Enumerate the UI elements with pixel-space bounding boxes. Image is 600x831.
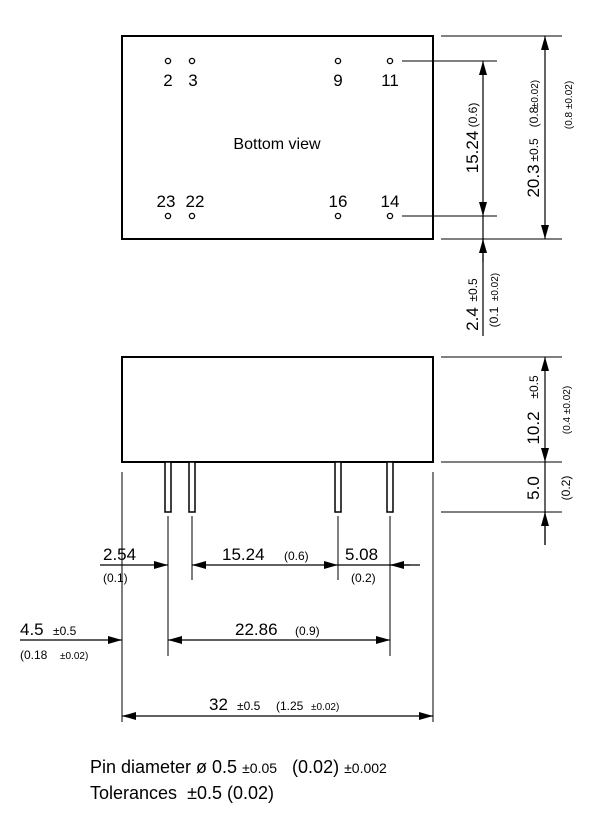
dim-label-pin-offset: 2.4 ±0.5 — [463, 278, 482, 331]
svg-text:20.3: 20.3 — [524, 164, 543, 197]
dim-row-pitch: 2.54 (0.1) 15.24 (0.6) 5.08 (0.2) — [100, 545, 420, 585]
dim-label-pitch-left: 2.54 — [103, 545, 136, 564]
dim-label-pitch-mid: 15.24 — [222, 545, 265, 564]
pin-diameter-inch: (0.02) — [292, 757, 340, 777]
pin-diameter-note: Pin diameter ø 0.5 ±0.05 (0.02) ±0.002 — [90, 757, 387, 778]
pin-label-3: 3 — [188, 71, 197, 90]
dim-label-body-height: 10.2 ±0.5 — [524, 375, 543, 445]
side-pin-4 — [386, 461, 394, 513]
bottom-view-outline — [121, 35, 434, 240]
dim-label-body-height-inch: (0.4 ±0.02) — [562, 386, 573, 434]
dim-label-pin-span-inch: (0.9) — [295, 624, 320, 638]
svg-text:5.0: 5.0 — [524, 476, 543, 500]
dim-label-pin-length-inch: (0.2) — [559, 476, 573, 501]
svg-text:10.2: 10.2 — [524, 411, 543, 444]
dim-label-edge-offset-tol: ±0.5 — [53, 624, 77, 638]
side-view — [121, 356, 434, 513]
pin-3-hole — [188, 57, 196, 65]
pin-22-hole — [188, 212, 196, 220]
svg-text:(0.6): (0.6) — [466, 103, 480, 128]
svg-text:(0.2): (0.2) — [559, 476, 573, 501]
dim-label-edge-offset: 4.5 — [20, 620, 44, 639]
dim-label-edge-offset-inch-tol: ±0.02) — [60, 651, 88, 662]
pin-label-16: 16 — [329, 192, 348, 211]
tolerances-value: ±0.5 (0.02) — [187, 783, 274, 803]
dim-label-pitch-right: 5.08 — [345, 545, 378, 564]
dim-label-body-length-tol: ±0.5 — [237, 699, 261, 713]
dim-row-span: 4.5 ±0.5 (0.18 ±0.02) 22.86 (0.9) — [20, 620, 390, 662]
svg-text:±0.5: ±0.5 — [466, 278, 480, 302]
dim-label-pin-span: 22.86 — [235, 620, 278, 639]
dim-label-edge-offset-inch: (0.18 — [20, 648, 48, 662]
dim-label-body-length: 32 — [209, 695, 228, 714]
svg-text:(0.4 ±0.02): (0.4 ±0.02) — [562, 386, 573, 434]
pin-2-hole — [164, 57, 172, 65]
dim-label-pitch-mid-inch: (0.6) — [284, 549, 309, 563]
side-pin-3 — [334, 461, 342, 513]
svg-text:(0.1: (0.1 — [487, 306, 501, 327]
tolerances-label: Tolerances — [90, 783, 178, 803]
side-view-body — [121, 356, 434, 463]
pin-16-hole — [334, 212, 342, 220]
dim-label-body-length-inch: (1.25 — [276, 699, 304, 713]
dim-label-body-width: 20.3 ±0.5 (0.8 ±0.02) — [524, 80, 543, 198]
pin-label-14: 14 — [381, 192, 400, 211]
tolerances-note: Tolerances ±0.5 (0.02) — [90, 783, 274, 804]
pin-23-hole — [164, 212, 172, 220]
pin-label-2: 2 — [163, 71, 172, 90]
bottom-view-label: Bottom view — [233, 136, 321, 153]
svg-text:±0.5: ±0.5 — [527, 375, 541, 399]
pin-label-9: 9 — [333, 71, 342, 90]
dim-label-body-width-inch: (0.8 ±0.02) — [564, 81, 575, 129]
bottom-view: 2 3 9 11 Bottom view 23 22 16 14 — [121, 35, 434, 240]
dim-label-pitch-right-inch: (0.2) — [351, 571, 376, 585]
pin-11-hole — [386, 57, 394, 65]
pin-label-11: 11 — [381, 71, 399, 90]
pin-label-22: 22 — [186, 192, 205, 211]
svg-text:15.24: 15.24 — [463, 131, 482, 174]
pin-label-23: 23 — [157, 192, 176, 211]
dim-label-pin-length: 5.0 — [524, 476, 543, 500]
dim-row-length: 32 ±0.5 (1.25 ±0.02) — [122, 695, 433, 720]
pin-diameter-tol: ±0.05 — [242, 760, 278, 776]
pin-9-hole — [334, 57, 342, 65]
side-view-extension-lines — [441, 356, 562, 513]
dim-label-pin-offset-inch: (0.1 ±0.02) — [487, 273, 501, 327]
pin-14-hole — [386, 212, 394, 220]
dim-label-pitch-left-inch: (0.1) — [103, 571, 128, 585]
dim-label-body-length-inch-tol: ±0.02) — [311, 702, 339, 713]
svg-text:±0.02): ±0.02) — [490, 273, 501, 301]
svg-text:2.4: 2.4 — [463, 307, 482, 331]
pin-diameter-label: Pin diameter ø 0.5 — [90, 757, 238, 777]
svg-text:(0.8 ±0.02): (0.8 ±0.02) — [564, 81, 575, 129]
svg-text:±0.02): ±0.02) — [530, 80, 541, 108]
svg-text:±0.5: ±0.5 — [527, 138, 541, 162]
dim-label-pin-row-spacing: 15.24 (0.6) — [463, 103, 482, 174]
pin-extension-lines — [121, 472, 434, 722]
pin-diameter-inch-tol: ±0.002 — [344, 760, 387, 776]
side-pin-1 — [164, 461, 172, 513]
side-pin-2 — [188, 461, 196, 513]
svg-text:(0.8: (0.8 — [527, 106, 541, 127]
bottom-view-extension-lines — [402, 35, 562, 240]
